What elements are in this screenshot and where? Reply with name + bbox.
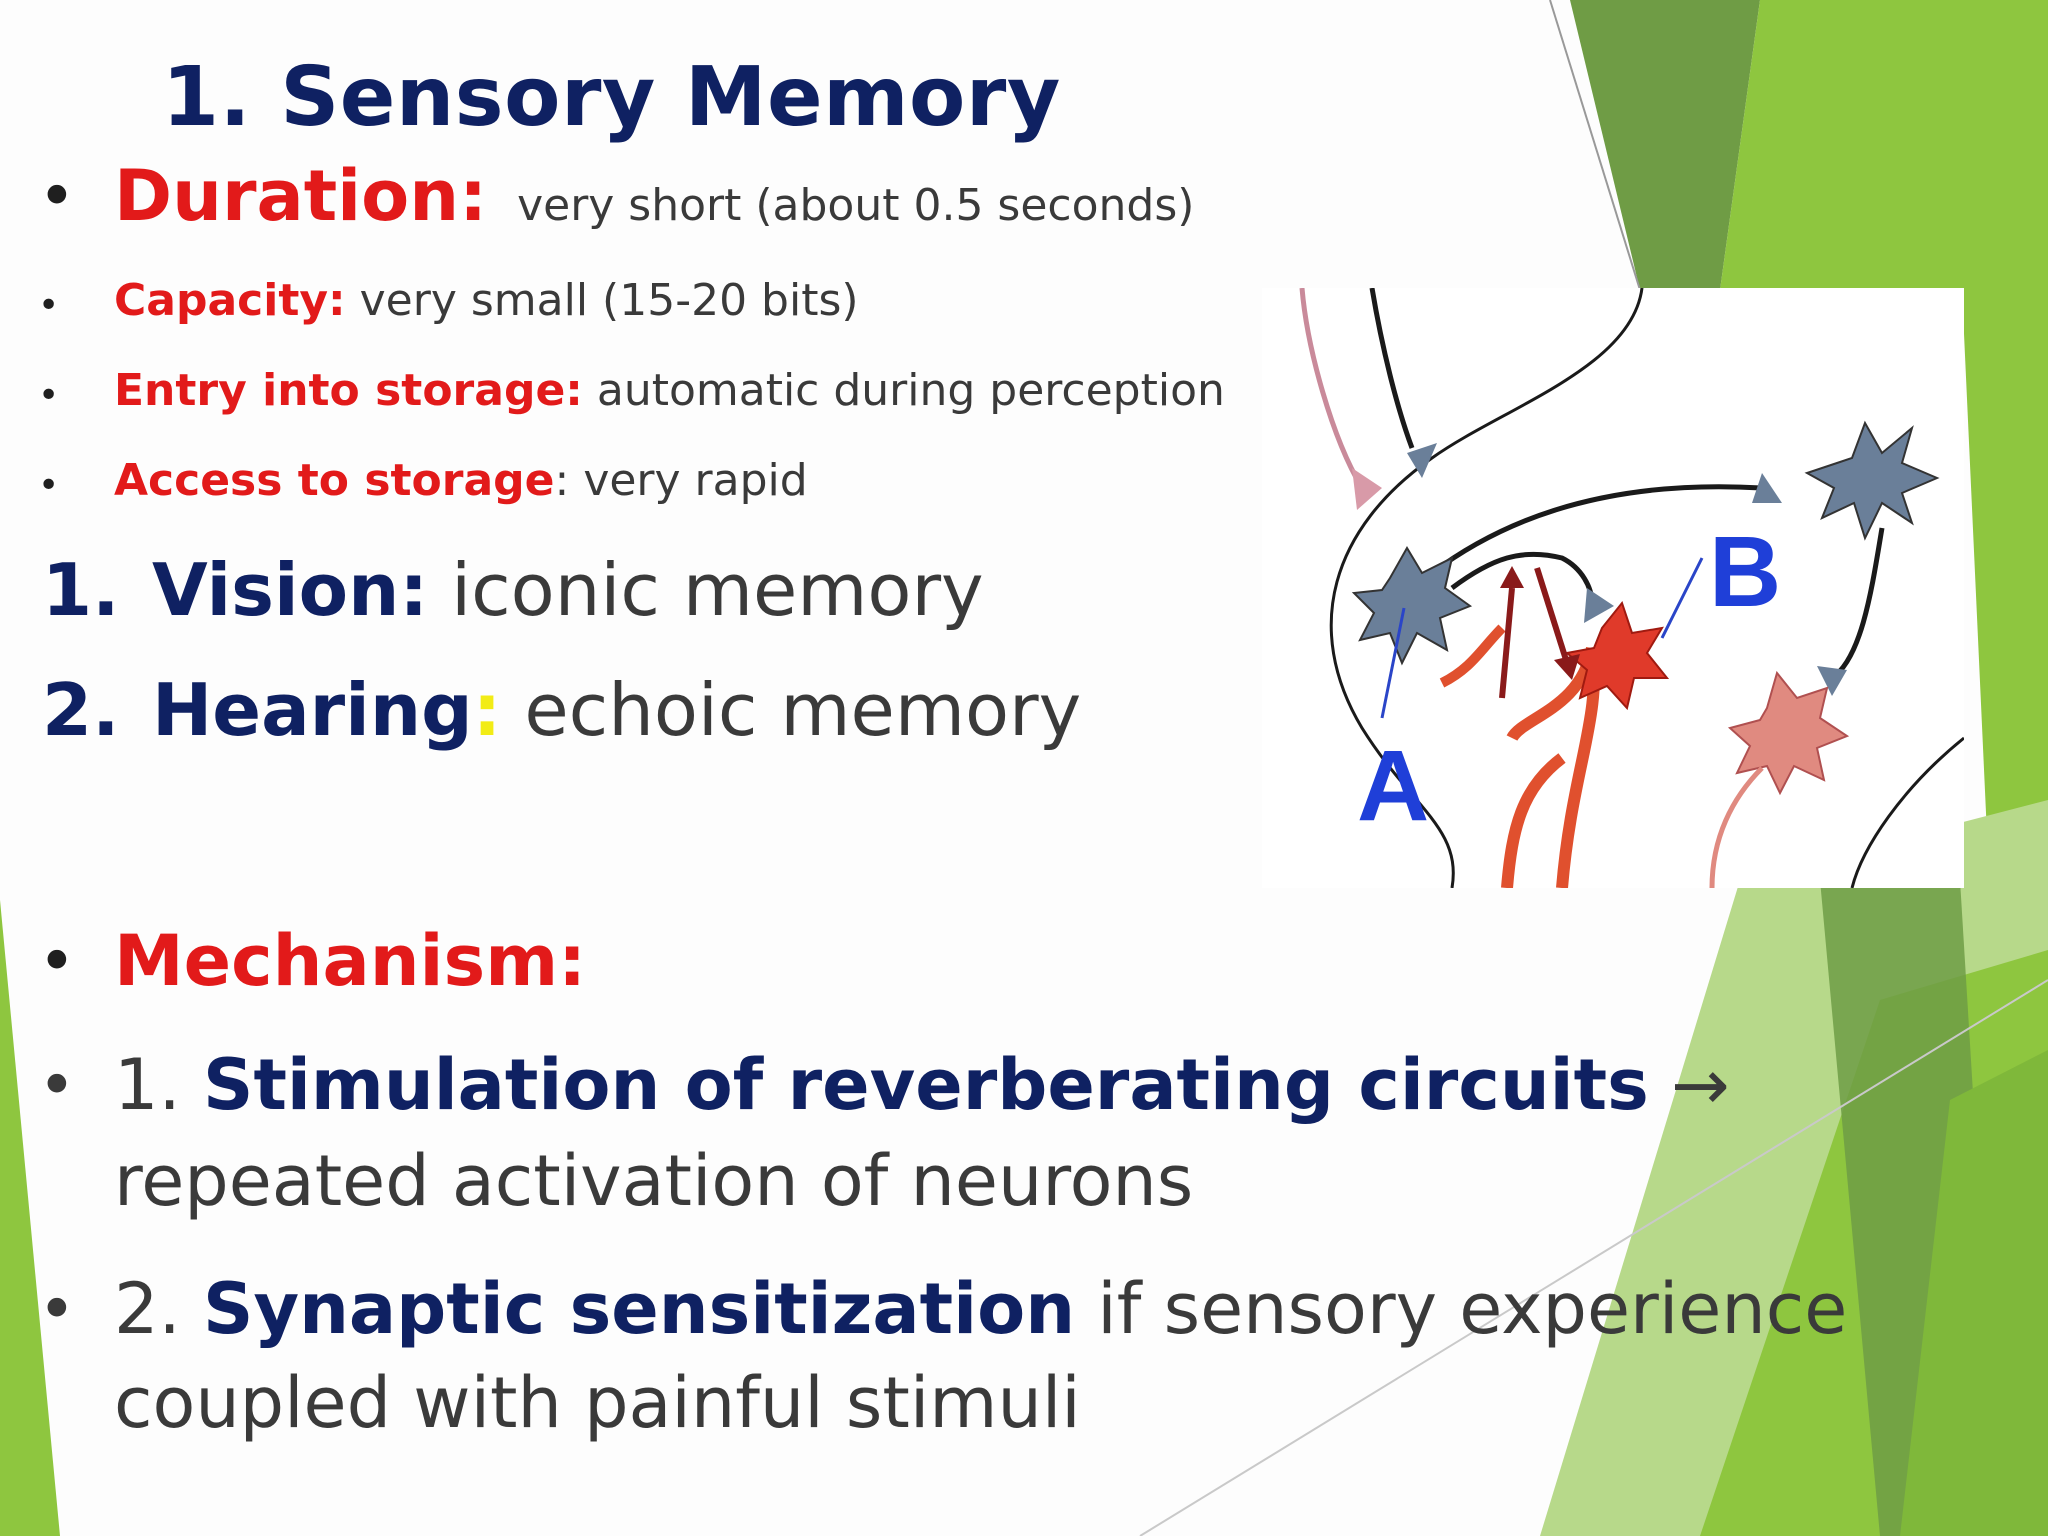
mechanism-item-1-bold: Stimulation of reverberating circuits: [203, 1044, 1649, 1126]
mechanism-item-2-prefix: 2.: [114, 1268, 204, 1350]
hearing-number: 2.: [42, 668, 120, 752]
deco-thin-line-2: [1139, 979, 2048, 1536]
duration-line: Duration: very short (about 0.5 seconds): [114, 155, 1194, 237]
mechanism-item-2-continuation: coupled with painful stimuli: [114, 1362, 1081, 1444]
bullet: •: [38, 465, 60, 506]
mechanism-heading: Mechanism:: [114, 920, 587, 1002]
green-shape-bottom-right: [1900, 1050, 2048, 1536]
bullet: •: [38, 160, 76, 234]
hearing-value: echoic memory: [501, 668, 1082, 752]
mechanism-item-2-rest: if sensory experience: [1075, 1268, 1848, 1350]
access-value: : very rapid: [554, 455, 808, 506]
deco-thin-line: [1549, 0, 1641, 291]
duration-label: Duration:: [114, 155, 488, 237]
entry-line: Entry into storage: automatic during per…: [114, 365, 1225, 416]
neuron-circuit-diagram: A B: [1262, 288, 1964, 888]
slide-title: 1. Sensory Memory: [162, 50, 1061, 145]
green-shape-top-right: [1720, 0, 2048, 290]
green-shape-top-dark: [1570, 0, 1760, 290]
mechanism-item-1-continuation: repeated activation of neurons: [114, 1140, 1194, 1222]
vision-number: 1.: [42, 548, 120, 632]
bullet: •: [38, 1273, 76, 1347]
bullet: •: [38, 925, 76, 999]
mechanism-item-1: 1. Stimulation of reverberating circuits…: [114, 1044, 1730, 1126]
mechanism-item-1-rest: →: [1648, 1044, 1730, 1126]
capacity-line: Capacity: very small (15-20 bits): [114, 275, 859, 326]
bullet: •: [38, 375, 60, 416]
vision-line: Vision: iconic memory: [152, 548, 984, 632]
capacity-label: Capacity:: [114, 275, 346, 326]
capacity-value: very small (15-20 bits): [345, 275, 859, 326]
bullet: •: [38, 285, 60, 326]
mechanism-item-1-prefix: 1.: [114, 1044, 204, 1126]
green-shape-left: [0, 900, 60, 1536]
diagram-label-a: A: [1357, 730, 1429, 842]
vision-value: iconic memory: [428, 548, 984, 632]
hearing-colon: :: [472, 668, 502, 752]
access-label: Access to storage: [114, 455, 555, 506]
hearing-line: Hearing: echoic memory: [152, 668, 1081, 752]
hearing-label: Hearing: [152, 668, 473, 752]
duration-value: very short (about 0.5 seconds): [517, 180, 1195, 231]
bullet: •: [38, 1049, 76, 1123]
diagram-label-b: B: [1709, 516, 1781, 628]
entry-label: Entry into storage:: [114, 365, 583, 416]
entry-value: automatic during perception: [582, 365, 1225, 416]
vision-label: Vision:: [152, 548, 429, 632]
mechanism-item-2: 2. Synaptic sensitization if sensory exp…: [114, 1268, 1847, 1350]
mechanism-item-2-bold: Synaptic sensitization: [203, 1268, 1076, 1350]
access-line: Access to storage: very rapid: [114, 455, 808, 506]
